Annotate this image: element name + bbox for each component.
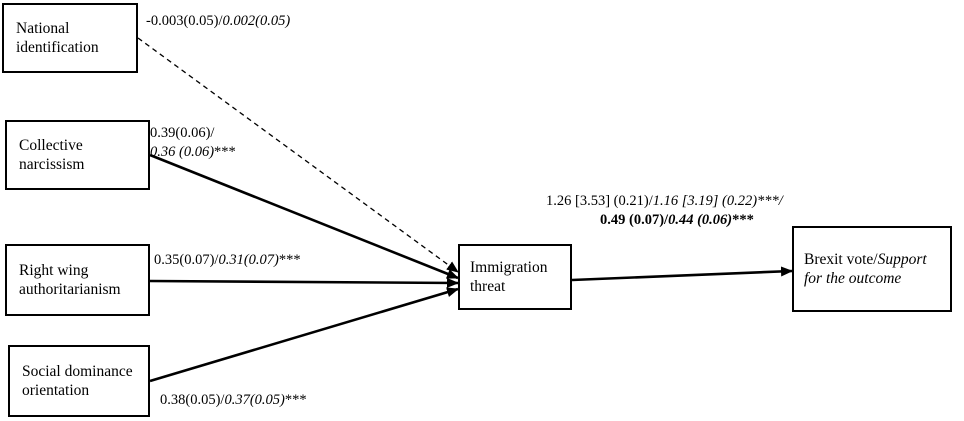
coef-rwa-normal: 0.35(0.07)/	[154, 252, 219, 268]
coef-sdo-normal: 0.38(0.05)/	[160, 392, 225, 408]
coef-collective-line1: 0.39(0.06)/	[150, 125, 215, 141]
coef-threat-brexit-stars: ***	[732, 212, 754, 228]
coef-sdo-italic: 0.37(0.05)	[224, 392, 285, 408]
node-national-line2: identification	[16, 39, 99, 56]
coef-rwa-italic: 0.31(0.07)	[218, 252, 279, 268]
coef-threat-brexit-italic: 1.16 [3.19] (0.22)***/	[652, 193, 783, 209]
coef-collective-label: 0.39(0.06)/ 0.36 (0.06)***	[150, 124, 236, 162]
coef-national-italic: 0.002(0.05)	[222, 13, 291, 29]
coef-national-label: -0.003(0.05)/0.002(0.05)	[146, 12, 290, 31]
arrow-sdo-to-threat	[149, 287, 459, 383]
coef-rwa-stars: ***	[278, 252, 301, 268]
node-right-wing-authoritarianism: Right wing authoritarianism	[5, 244, 150, 316]
coef-sdo-stars: ***	[284, 392, 307, 408]
arrow-threat-to-brexit	[571, 266, 793, 282]
coef-threat-brexit-bold: 0.49 (0.07)/	[600, 212, 669, 228]
node-brexit-line1: Brexit vote/	[804, 251, 878, 268]
node-threat-line2: threat	[470, 278, 506, 295]
node-brexit-line2: for the outcome	[804, 270, 902, 287]
node-rwa-line1: Right wing	[19, 262, 89, 279]
coef-collective-line2: 0.36 (0.06)	[150, 144, 215, 160]
node-national-line1: National	[16, 20, 70, 37]
coef-sdo-label: 0.38(0.05)/0.37(0.05)***	[160, 391, 307, 410]
arrow-national-to-threat	[137, 37, 459, 273]
node-collective-line1: Collective	[19, 137, 83, 154]
node-brexit-line1-italic: Support	[877, 251, 927, 268]
arrow-rwa-to-threat	[149, 277, 459, 288]
node-brexit-vote: Brexit vote/Support for the outcome	[792, 226, 952, 312]
coef-rwa-label: 0.35(0.07)/0.31(0.07)***	[154, 251, 301, 270]
node-rwa-line2: authoritarianism	[19, 281, 121, 298]
node-collective-narcissism: Collective narcissism	[5, 120, 150, 190]
coef-collective-stars: ***	[214, 144, 236, 160]
node-collective-line2: narcissism	[19, 156, 85, 173]
node-threat-line1: Immigration	[470, 259, 548, 276]
coef-national-normal: -0.003(0.05)/	[146, 13, 223, 29]
coef-threat-brexit-label-line2: 0.49 (0.07)/0.44 (0.06)***	[600, 211, 754, 230]
node-national-identification: National identification	[2, 3, 138, 73]
arrow-collective-to-threat	[149, 153, 459, 280]
node-sdo-line1: Social dominance	[22, 363, 133, 380]
coef-threat-brexit-normal: 1.26 [3.53] (0.21)/	[546, 193, 653, 209]
coef-threat-brexit-bold-italic: 0.44 (0.06)	[668, 212, 733, 228]
node-sdo-line2: orientation	[22, 382, 90, 399]
node-social-dominance-orientation: Social dominance orientation	[8, 345, 150, 417]
coef-threat-brexit-label-line1: 1.26 [3.53] (0.21)/1.16 [3.19] (0.22)***…	[546, 192, 783, 211]
node-immigration-threat: Immigration threat	[458, 244, 572, 310]
